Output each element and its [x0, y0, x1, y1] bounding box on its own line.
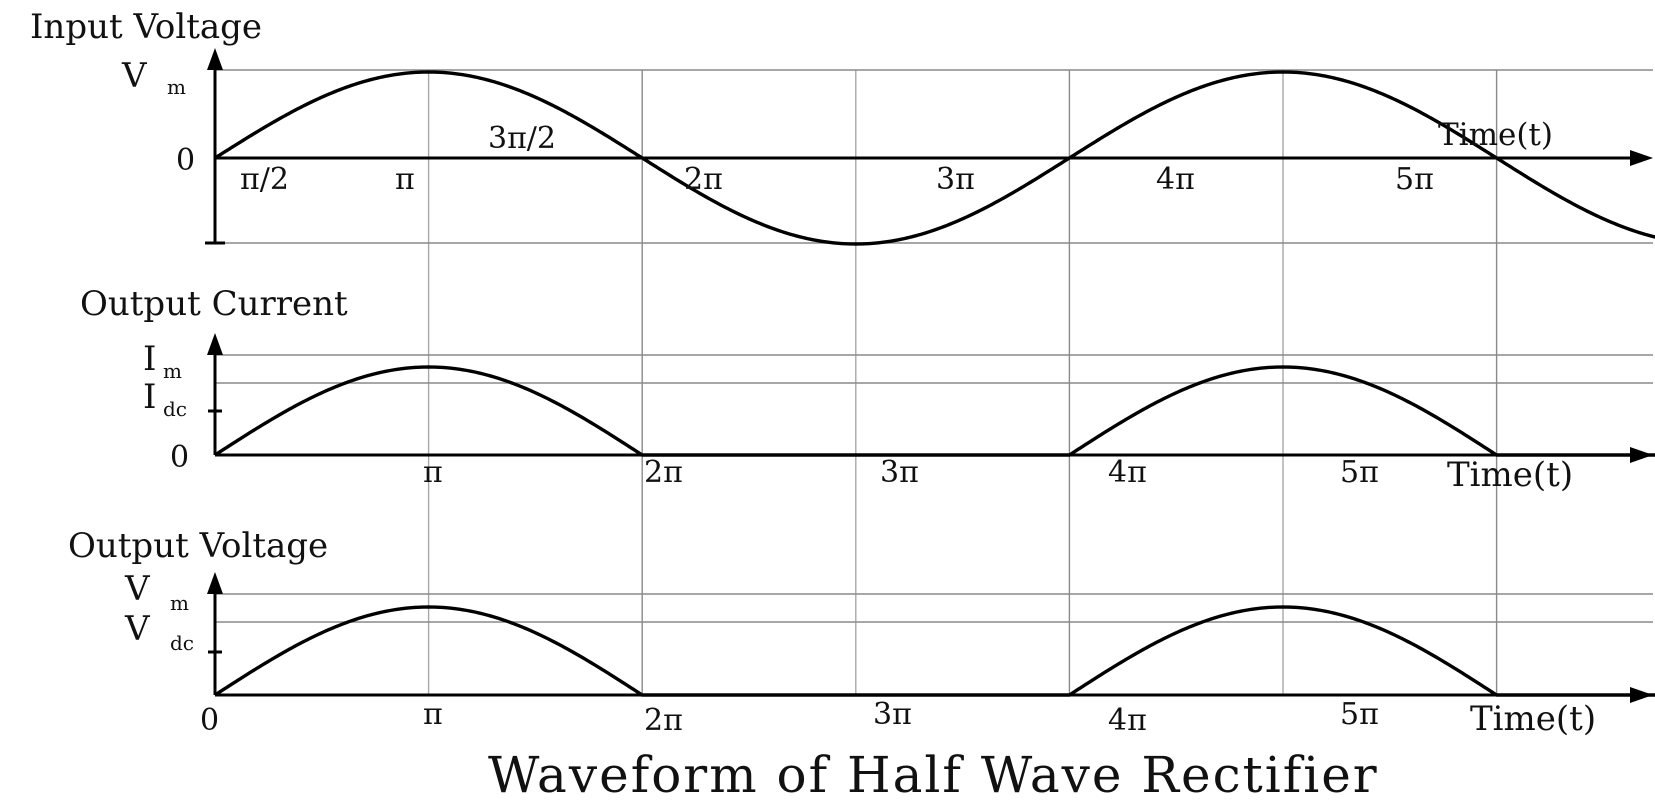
output-voltage-vdc-label: V [124, 609, 151, 649]
output-current-im-label: I [143, 339, 156, 379]
output-current-tick-5pi: 5π [1340, 455, 1379, 490]
input-tick-2pi: 2π [684, 162, 723, 197]
input-voltage-label: Input Voltage [30, 7, 262, 47]
output-current-y-arrow-icon [207, 333, 223, 355]
output-voltage-tick-4pi: 4π [1108, 703, 1147, 738]
output-current-half-wave [214, 365, 1655, 457]
input-tick-pi-over-2: π/2 [240, 162, 289, 197]
input-tick-5pi: 5π [1395, 162, 1434, 197]
input-tick-3pi-over-2: 3π/2 [488, 121, 556, 156]
output-voltage-tick-3pi: 3π [873, 697, 912, 732]
input-voltage-sine-wave [214, 70, 1655, 246]
input-voltage-zero-label: 0 [176, 143, 195, 178]
output-current-tick-3pi: 3π [880, 455, 919, 490]
input-tick-3pi: 3π [936, 162, 975, 197]
output-current-label: Output Current [80, 284, 348, 324]
output-voltage-y-arrow-icon [207, 572, 223, 594]
output-current-axes [207, 333, 1653, 463]
input-tick-pi: π [395, 162, 415, 197]
output-voltage-tick-pi: π [423, 697, 443, 732]
output-voltage-vdc-subscript: dc [170, 631, 194, 655]
input-voltage-vm-label: V [121, 56, 148, 96]
input-voltage-time-label: Time(t) [1438, 117, 1553, 153]
output-current-time-label: Time(t) [1447, 455, 1573, 495]
output-current-idc-label: I [143, 377, 156, 417]
output-voltage-time-label: Time(t) [1470, 699, 1596, 739]
output-current-tick-pi: π [423, 455, 443, 490]
output-voltage-vm-subscript: m [170, 591, 189, 615]
input-tick-4pi: 4π [1156, 162, 1195, 197]
output-voltage-label: Output Voltage [68, 526, 328, 566]
output-voltage-zero-label: 0 [200, 703, 219, 738]
diagram-title: Waveform of Half Wave Rectifier [488, 746, 1379, 802]
output-voltage-tick-5pi: 5π [1340, 697, 1379, 732]
output-current-tick-2pi: 2π [644, 455, 683, 490]
output-current-tick-4pi: 4π [1108, 455, 1147, 490]
output-current-im-subscript: m [163, 359, 182, 383]
input-voltage-axes [205, 48, 1653, 245]
output-voltage-tick-2pi: 2π [644, 703, 683, 738]
output-current-zero-label: 0 [170, 440, 189, 475]
input-voltage-y-arrow-icon [207, 48, 223, 70]
input-voltage-time-arrow-icon [1630, 150, 1653, 166]
output-voltage-axes [207, 572, 1653, 703]
horizontal-gridlines [215, 69, 1653, 623]
input-voltage-vm-subscript: m [167, 75, 186, 99]
output-current-idc-subscript: dc [163, 397, 187, 421]
output-voltage-half-wave [214, 605, 1655, 697]
output-voltage-vm-label: V [124, 569, 151, 609]
